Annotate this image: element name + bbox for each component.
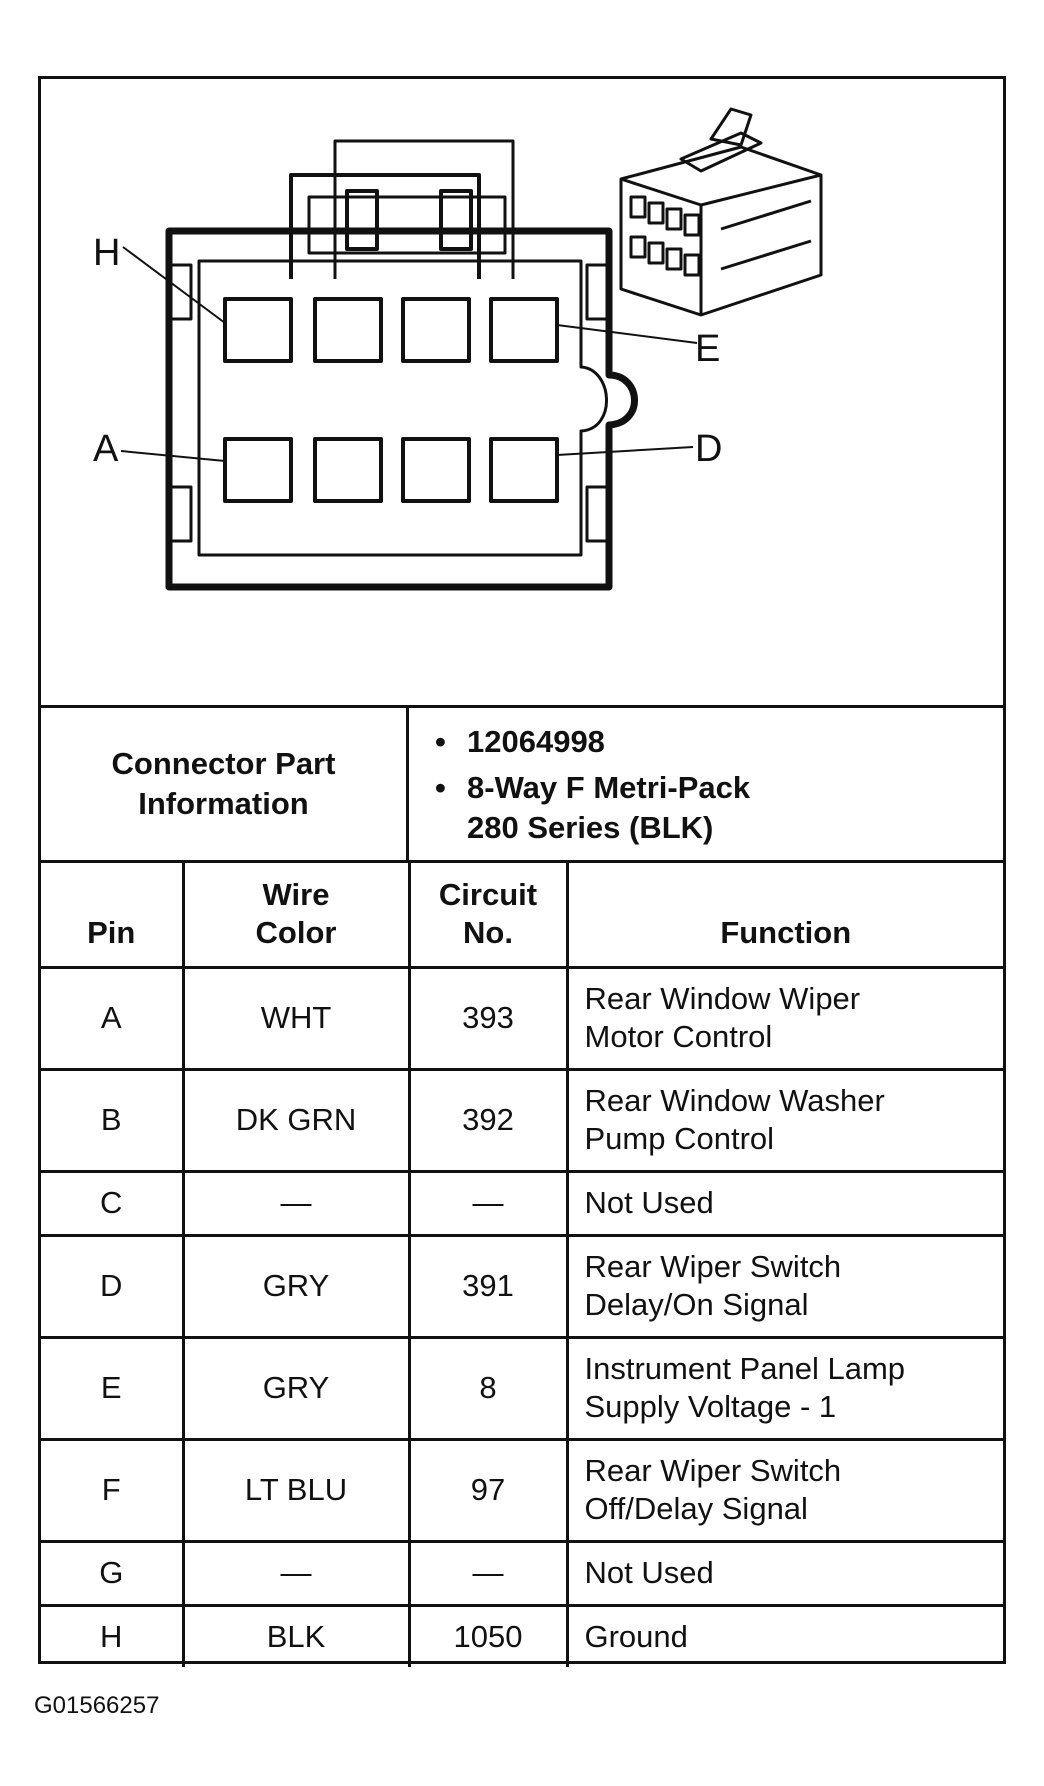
pin-cavities (223, 297, 559, 503)
wire-color-cell: GRY (181, 1335, 411, 1441)
header-circuit-line1: Circuit (438, 876, 538, 912)
circuit-cell: — (407, 1169, 569, 1237)
function-cell: Rear Wiper Switch Delay/On Signal (565, 1233, 1003, 1339)
table-row: C — — Not Used (41, 1169, 1003, 1237)
callout-h-label: H (93, 232, 120, 274)
header-function: Function (565, 863, 1003, 969)
connector-info-label-line1: Connector Part (111, 746, 336, 781)
function-cell: Rear Window Wiper Motor Control (565, 965, 1003, 1071)
connector-description-line1: 8-Way F Metri-Pack (467, 770, 751, 805)
callout-d-label: D (695, 428, 722, 470)
pin-table: Pin Wire Color Circuit No. Function A WH… (41, 863, 1003, 1667)
circuit-cell: — (407, 1539, 569, 1607)
header-wire-color-line2: Color (255, 914, 337, 950)
pin-cell: G (41, 1539, 185, 1607)
circuit-cell: 392 (407, 1067, 569, 1173)
circuit-cell: 97 (407, 1437, 569, 1543)
connector-body (165, 227, 638, 591)
pin-cell: B (41, 1067, 185, 1173)
part-number: 12064998 (435, 722, 1003, 762)
pin-cell: H (41, 1603, 185, 1667)
wire-color-cell: GRY (181, 1233, 411, 1339)
pin-cell: E (41, 1335, 185, 1441)
wire-color-cell: — (181, 1539, 411, 1607)
table-row: H BLK 1050 Ground (41, 1603, 1003, 1667)
pin-cell: D (41, 1233, 185, 1339)
table-row: A WHT 393 Rear Window Wiper Motor Contro… (41, 965, 1003, 1071)
table-row: D GRY 391 Rear Wiper Switch Delay/On Sig… (41, 1233, 1003, 1339)
function-line1: Rear Wiper Switch (584, 1249, 842, 1284)
figure-id: G01566257 (34, 1692, 160, 1719)
callout-leaders (120, 246, 698, 462)
circuit-cell: 393 (407, 965, 569, 1071)
pin-cell: C (41, 1169, 185, 1237)
table-row: E GRY 8 Instrument Panel Lamp Supply Vol… (41, 1335, 1003, 1441)
connector-iso-view (619, 107, 823, 317)
function-line1: Rear Window Washer (584, 1083, 885, 1118)
wire-color-cell: WHT (181, 965, 411, 1071)
connector-description-line2: 280 Series (BLK) (467, 810, 714, 845)
function-line2: Motor Control (584, 1019, 773, 1054)
pin-cell: A (41, 965, 185, 1071)
connector-diagram: H E A D (41, 79, 1003, 705)
function-cell: Rear Wiper Switch Off/Delay Signal (565, 1437, 1003, 1543)
pin-table-header: Pin Wire Color Circuit No. Function (41, 863, 1003, 969)
wire-color-cell: BLK (181, 1603, 411, 1667)
function-cell: Not Used (565, 1539, 1003, 1607)
connector-info-label-line2: Information (138, 786, 309, 821)
wire-color-cell: DK GRN (181, 1067, 411, 1173)
connector-info-row: Connector Part Information 12064998 8-Wa… (41, 705, 1003, 863)
callout-a-label: A (93, 428, 119, 470)
circuit-cell: 1050 (407, 1603, 569, 1667)
header-circuit-no: Circuit No. (407, 863, 569, 969)
function-cell: Instrument Panel Lamp Supply Voltage - 1 (565, 1335, 1003, 1441)
function-line1: Rear Window Wiper (584, 981, 861, 1016)
function-line2: Supply Voltage - 1 (584, 1389, 837, 1424)
wire-color-cell: — (181, 1169, 411, 1237)
connector-info-values: 12064998 8-Way F Metri-Pack 280 Series (… (409, 708, 1003, 860)
function-line1: Rear Wiper Switch (584, 1453, 842, 1488)
connector-description: 8-Way F Metri-Pack 280 Series (BLK) (435, 768, 1003, 848)
function-line1: Instrument Panel Lamp (584, 1351, 906, 1386)
function-line2: Pump Control (584, 1121, 775, 1156)
wire-color-cell: LT BLU (181, 1437, 411, 1543)
function-line2: Delay/On Signal (584, 1287, 809, 1322)
header-wire-color: Wire Color (181, 863, 411, 969)
connector-info-label: Connector Part Information (41, 708, 409, 860)
table-row: B DK GRN 392 Rear Window Washer Pump Con… (41, 1067, 1003, 1173)
connector-latch (289, 139, 515, 279)
function-cell: Not Used (565, 1169, 1003, 1237)
function-cell: Ground (565, 1603, 1003, 1667)
header-pin: Pin (41, 863, 185, 969)
circuit-cell: 8 (407, 1335, 569, 1441)
figure-frame: H E A D Connector Part Information 12064… (38, 76, 1006, 1667)
header-circuit-line2: No. (463, 914, 513, 950)
function-line2: Off/Delay Signal (584, 1491, 808, 1526)
circuit-cell: 391 (407, 1233, 569, 1339)
function-cell: Rear Window Washer Pump Control (565, 1067, 1003, 1173)
pin-cell: F (41, 1437, 185, 1543)
table-row: G — — Not Used (41, 1539, 1003, 1607)
header-wire-color-line1: Wire (262, 876, 330, 912)
callout-e-label: E (695, 328, 720, 370)
table-row: F LT BLU 97 Rear Wiper Switch Off/Delay … (41, 1437, 1003, 1543)
